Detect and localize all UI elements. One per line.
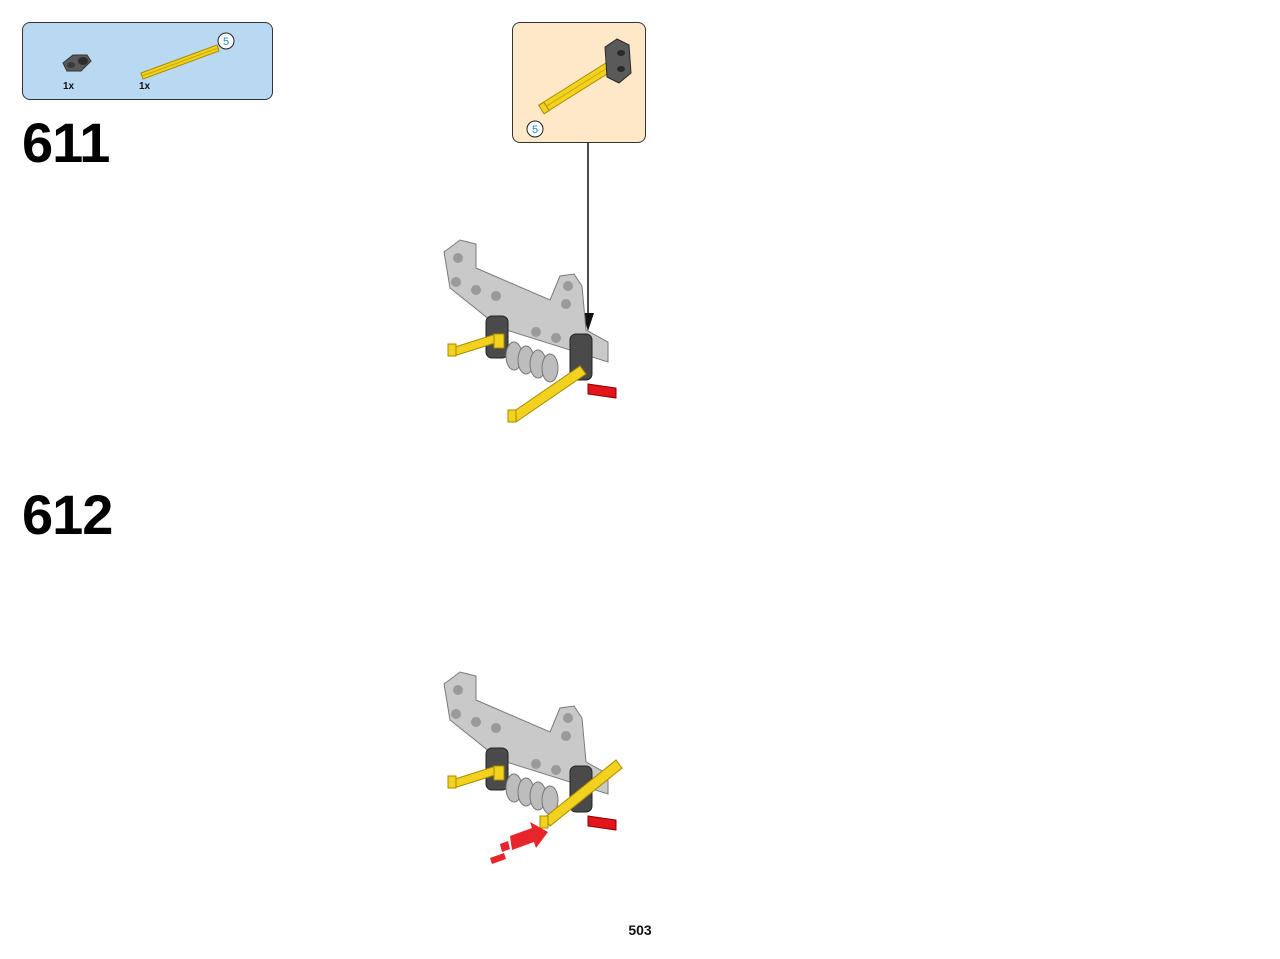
axle-with-connector-icon: 5 (526, 38, 632, 138)
model-assembly-step-611 (443, 239, 617, 423)
connector-part-icon (62, 54, 92, 72)
step-number: 612 (22, 483, 113, 546)
yellow-axle-part-icon: 5 (140, 32, 235, 80)
push-arrow-icon (490, 822, 548, 864)
page-number: 503 (628, 922, 652, 938)
model-assembly-step-612 (443, 671, 623, 831)
part-quantity: 1x (139, 81, 151, 92)
axle-length-label: 5 (532, 124, 538, 136)
parts-list-box: 1x 5 1x (22, 22, 273, 100)
axle-length-label: 5 (223, 36, 229, 48)
part-quantity: 1x (63, 81, 75, 92)
subassembly-callout: 5 (512, 22, 646, 143)
step-number: 611 (22, 111, 110, 174)
